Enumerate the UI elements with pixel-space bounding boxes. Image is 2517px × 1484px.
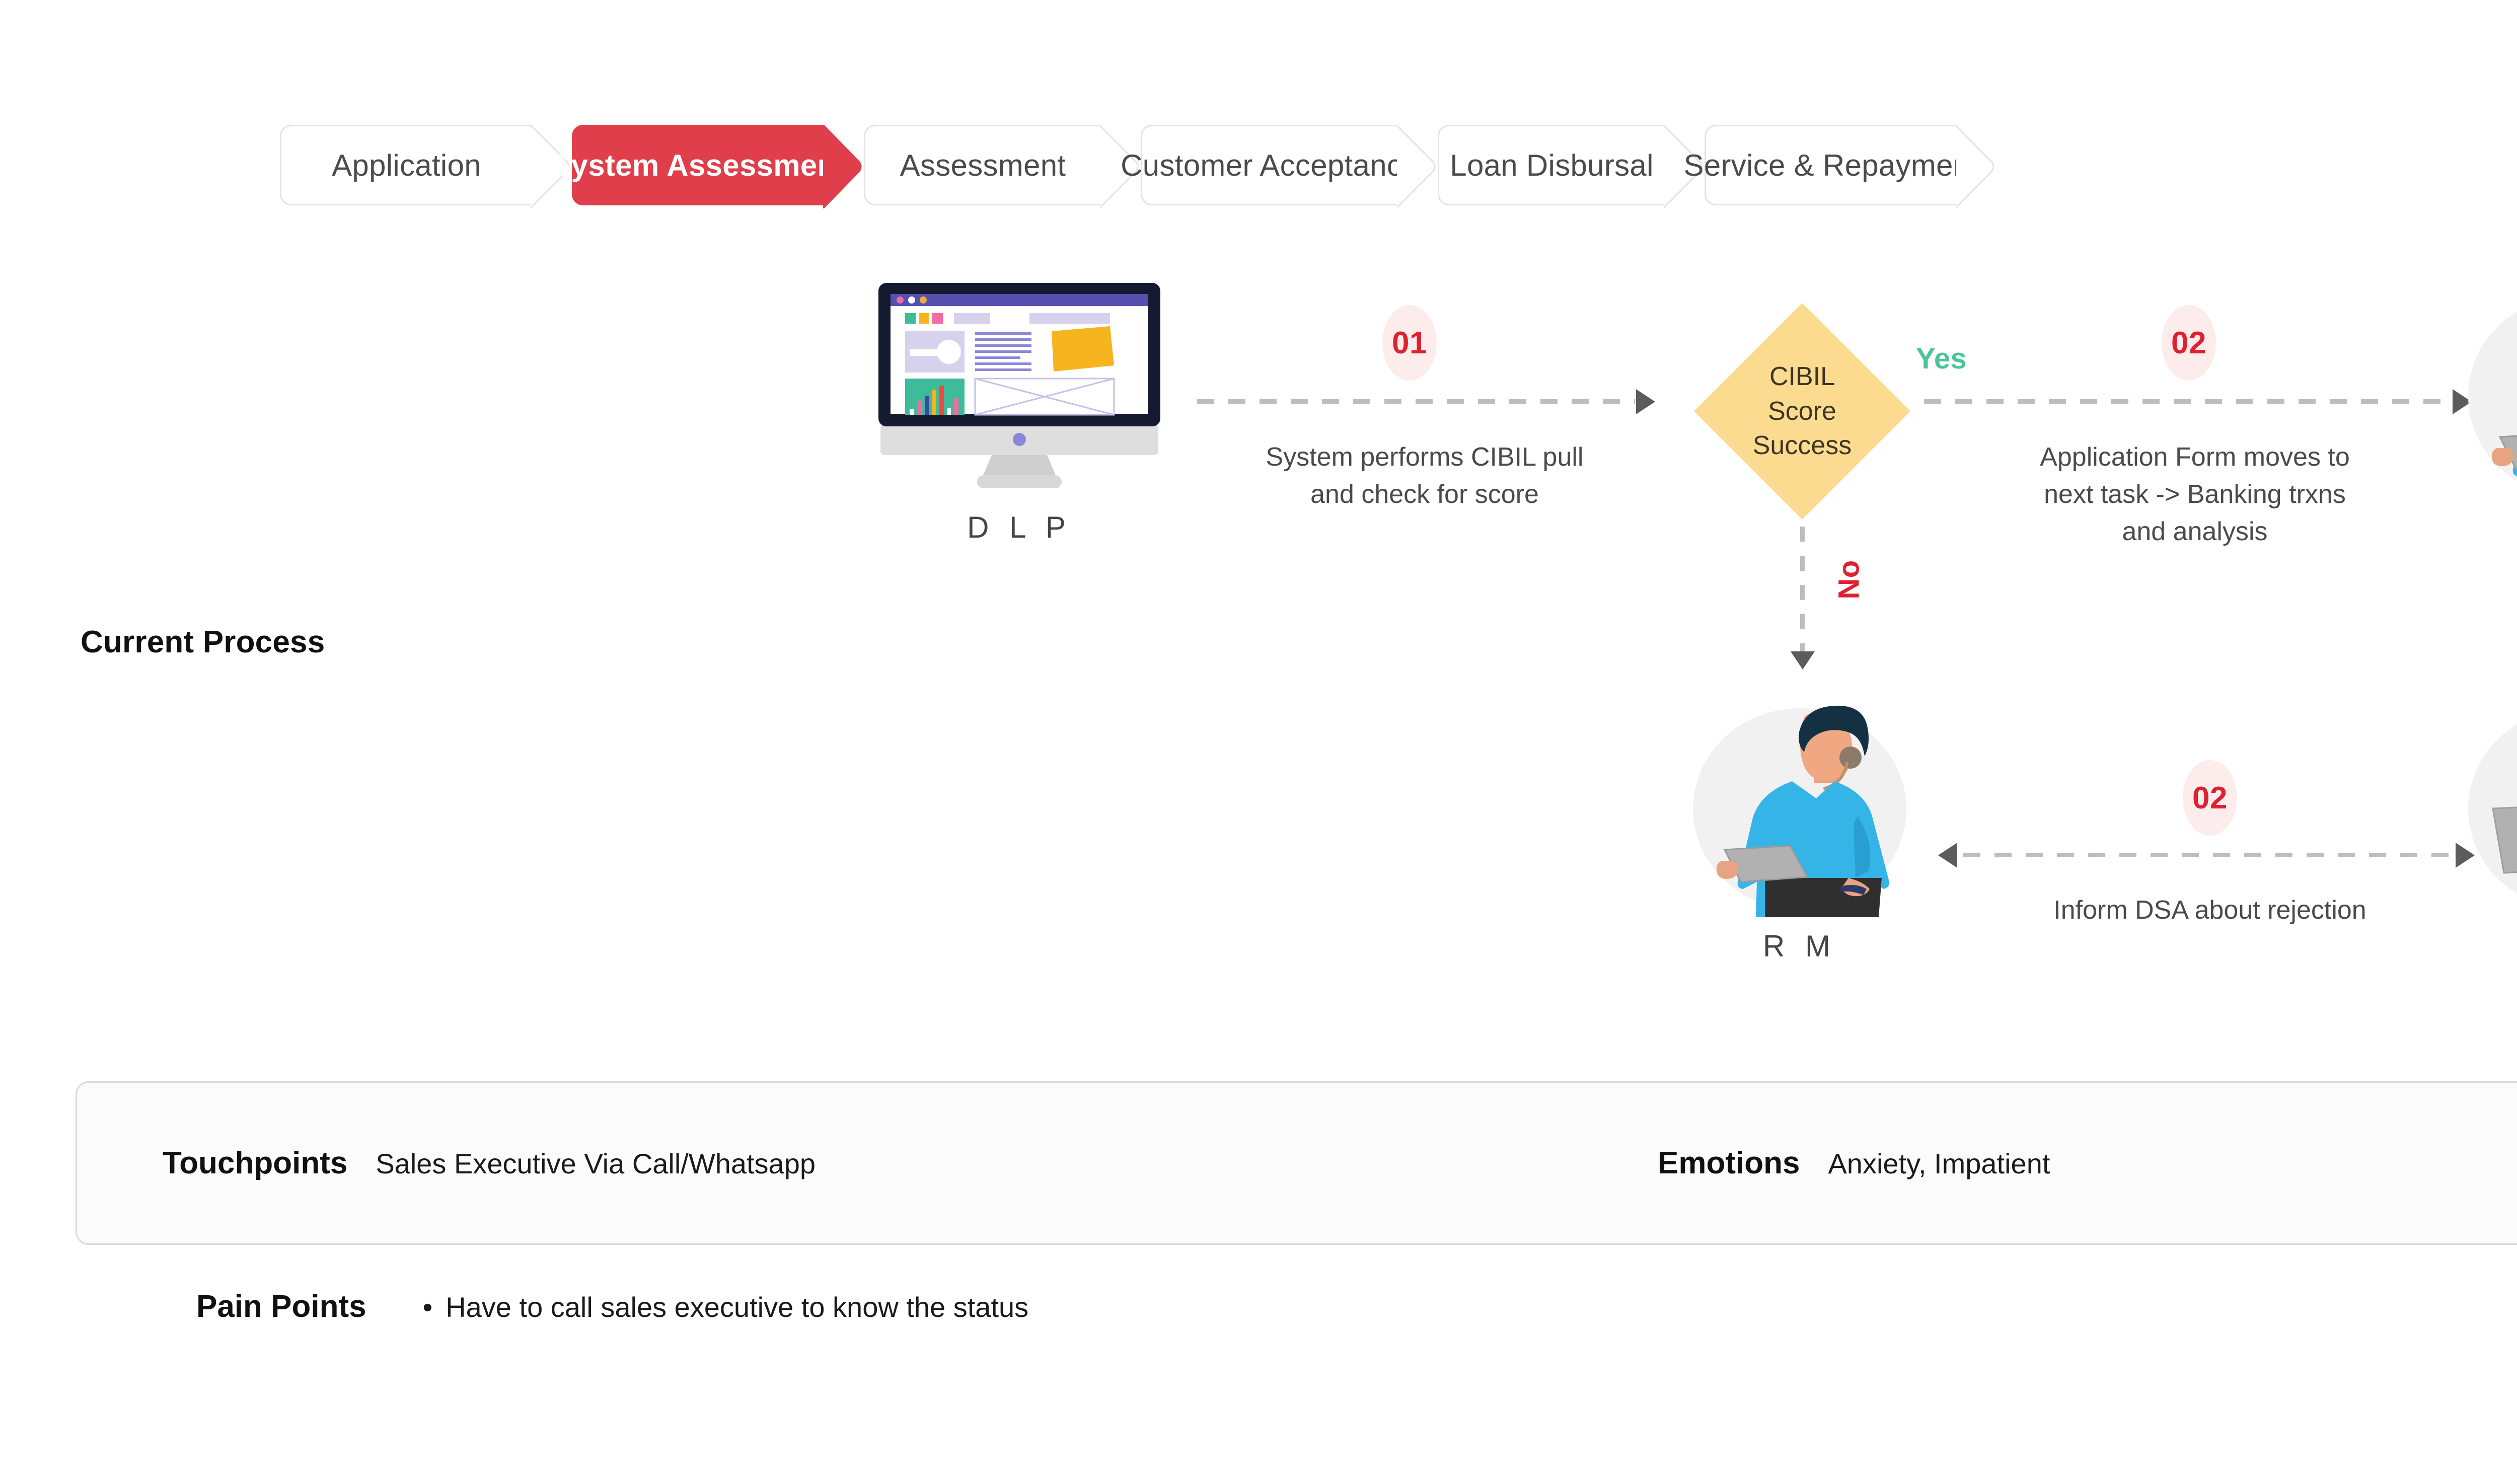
edge-caption-02-line1: Application Form moves to bbox=[2040, 442, 2350, 472]
stage-label: Application bbox=[332, 148, 481, 182]
edge-caption-02-line2: next task -> Banking trxns bbox=[2044, 479, 2346, 509]
desktop-monitor-dashboard-icon bbox=[878, 283, 1160, 488]
pain-points-label: Pain Points bbox=[196, 1289, 366, 1324]
step-badge-02-top: 02 bbox=[2162, 305, 2216, 381]
stage-label: Service & Repayment bbox=[1683, 148, 1979, 182]
edge-caption-02-top: Application Form moves to next task -> B… bbox=[1978, 439, 2411, 550]
edge-caption-01-line2: and check for score bbox=[1310, 479, 1539, 509]
person-with-headset-tablet-icon bbox=[1693, 705, 1906, 947]
chevron-tip-icon bbox=[1100, 125, 1139, 208]
branch-label-no: No bbox=[1832, 560, 1866, 600]
pain-points-item: • Have to call sales executive to know t… bbox=[423, 1291, 1029, 1323]
bullet-icon: • bbox=[422, 1291, 433, 1323]
stage-item-system-assessment[interactable]: System Assessment bbox=[551, 125, 862, 208]
pain-points-row: Pain Points • Have to call sales executi… bbox=[196, 1289, 1028, 1324]
touchpoints-value: Sales Executive Via Call/Whatsapp bbox=[376, 1148, 816, 1179]
node-label-dsa: D S A bbox=[2467, 929, 2517, 963]
branch-label-yes: Yes bbox=[1916, 342, 1967, 375]
chevron-tip-icon bbox=[531, 125, 570, 208]
edge-caption-03-line1: Inform DSA about rejection bbox=[2053, 896, 2366, 925]
stage-label: Assessment bbox=[900, 148, 1066, 182]
decision-label-line3: Success bbox=[1752, 431, 1852, 461]
node-rm-bottom[interactable]: R M bbox=[1691, 701, 1908, 963]
touchpoints-emotions-card: Touchpoints Sales Executive Via Call/Wha… bbox=[76, 1081, 2517, 1245]
stage-item-customer-acceptance[interactable]: Customer Acceptance bbox=[1121, 125, 1436, 208]
node-label-dlp: D L P bbox=[967, 510, 1072, 544]
process-flow-diagram: D L P 01 System performs CIBIL pull and … bbox=[878, 283, 2517, 963]
stage-item-loan-disbursal[interactable]: Loan Disbursal bbox=[1438, 125, 1702, 208]
chevron-tip-icon bbox=[1956, 125, 1994, 208]
node-label-rm-bottom: R M bbox=[1763, 929, 1836, 963]
arrowhead-right-icon bbox=[2456, 843, 2475, 868]
stage-item-application[interactable]: Application bbox=[280, 125, 570, 208]
connector-rm-to-dsa bbox=[1963, 853, 2457, 857]
node-label-rm-top: R M bbox=[2467, 516, 2517, 551]
connector-decision-to-rm bbox=[1924, 399, 2453, 404]
person-with-headset-tablet-icon bbox=[2468, 312, 2517, 481]
touchpoints-label: Touchpoints bbox=[163, 1146, 348, 1180]
stage-label: System Assessment bbox=[551, 148, 846, 182]
node-dsa[interactable]: D S A bbox=[2467, 701, 2517, 963]
connector-decision-to-rm-bottom bbox=[1800, 527, 1805, 662]
connector-dlp-to-decision bbox=[1197, 399, 1635, 404]
stage-label: Loan Disbursal bbox=[1450, 148, 1654, 182]
node-dlp[interactable]: D L P bbox=[878, 283, 1160, 545]
arrowhead-left-icon bbox=[1938, 843, 1957, 868]
edge-caption-02-line3: and analysis bbox=[2122, 516, 2268, 546]
edge-caption-02-bottom: Inform DSA about rejection bbox=[1958, 892, 2462, 929]
node-rm-top[interactable]: R M bbox=[2467, 288, 2517, 551]
step-badge-02-bottom: 02 bbox=[2183, 760, 2237, 836]
step-badge-01: 01 bbox=[1382, 305, 1437, 381]
pain-points-list: • Have to call sales executive to know t… bbox=[423, 1291, 1029, 1323]
arrowhead-right-icon bbox=[1636, 389, 1655, 414]
pain-points-item-text: Have to call sales executive to know the… bbox=[446, 1291, 1029, 1323]
edge-caption-01: System performs CIBIL pull and check for… bbox=[1223, 439, 1626, 513]
decision-label-line1: CIBIL bbox=[1769, 362, 1835, 392]
emotions-group: Emotions Anxiety, Impatient bbox=[1658, 1145, 2050, 1181]
edge-caption-01-line1: System performs CIBIL pull bbox=[1266, 442, 1584, 472]
chevron-tip-icon bbox=[1664, 125, 1702, 208]
decision-label-line2: Score bbox=[1768, 396, 1836, 426]
stage-label: Customer Acceptance bbox=[1121, 148, 1419, 182]
diamond-decision-shape-icon bbox=[1694, 303, 1910, 520]
emotions-label: Emotions bbox=[1658, 1146, 1800, 1180]
node-decision-cibil-score[interactable]: CIBIL Score Success bbox=[1694, 303, 1910, 520]
arrowhead-down-icon bbox=[1791, 651, 1815, 670]
touchpoints-group: Touchpoints Sales Executive Via Call/Wha… bbox=[163, 1145, 816, 1181]
section-title-current-process: Current Process bbox=[81, 625, 325, 659]
emotions-value: Anxiety, Impatient bbox=[1828, 1148, 2050, 1179]
stage-breadcrumb-nav: Application System Assessment Assessment… bbox=[280, 125, 1994, 208]
chevron-tip-icon bbox=[823, 125, 862, 208]
stage-item-assessment[interactable]: Assessment bbox=[864, 125, 1139, 208]
chevron-tip-icon bbox=[1397, 125, 1436, 208]
woman-with-headset-laptop-icon bbox=[2468, 724, 2517, 894]
stage-item-service-repayment[interactable]: Service & Repayment bbox=[1684, 125, 1994, 208]
